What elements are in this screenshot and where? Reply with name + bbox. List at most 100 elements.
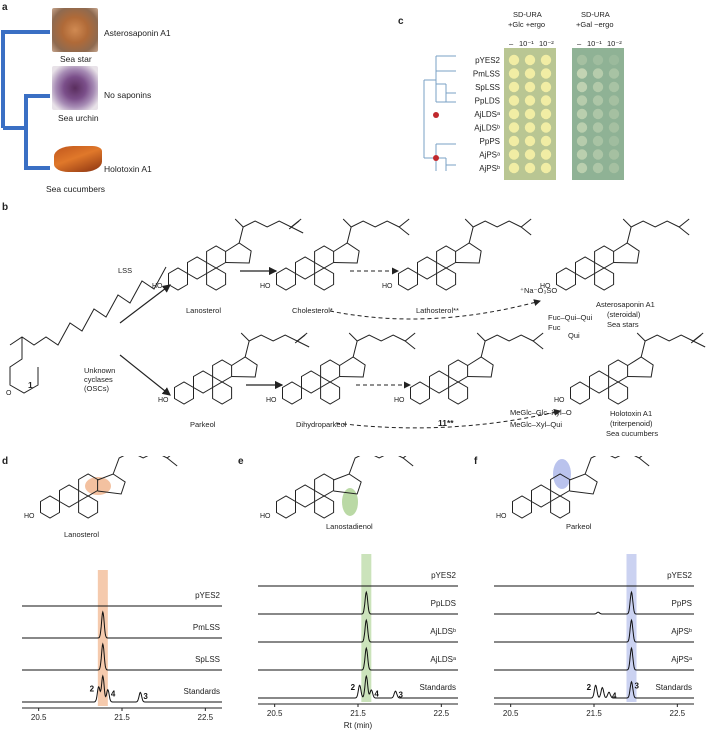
colony-gal [576,162,588,174]
trace-label-e-2: AjLDSᵇ [430,627,456,636]
arrow-to-asterosaponin [329,299,541,320]
arrow-lss [119,284,171,324]
arrow-unknown-oscs [119,354,171,396]
panel-letter-c: c [398,16,404,27]
organism-sea-star: Sea star [60,54,92,64]
highlight-f [553,459,571,489]
peak-label-d-2: 3 [143,692,148,701]
colony-glc [508,162,520,174]
colony-gal [608,122,620,133]
panel-letter-b: b [2,202,9,213]
colony-gal [608,95,620,106]
enzyme-lss: LSS [118,266,133,275]
x-tick-label-d-0: 20.5 [31,713,47,722]
colony-glc [524,68,536,79]
colony-gal [576,149,588,160]
rt-highlight-f [626,554,637,702]
colony-gal [592,68,604,79]
colony-glc [524,135,536,147]
structure-f [512,456,650,519]
colony-gal [576,108,588,120]
structure-e [276,456,414,519]
svg-text:HO: HO [554,397,565,404]
peak-label-d-1: 4 [111,689,116,698]
label-substrate-1: 1 [28,380,33,390]
tree-node-lss [433,112,439,118]
strain-label: PmLSS [473,70,500,79]
label-parkeol: Parkeol [190,420,216,429]
colony-glc [524,54,536,66]
colony-glc [524,162,536,174]
strain-label: AjLDSᵃ [474,110,501,119]
colony-gal [608,162,620,174]
lathosterol-structure: HO [382,218,532,291]
colony-glc [508,68,520,79]
colony-glc [540,54,552,66]
sugar-qui: Qui [568,331,580,340]
colony-glc [540,68,552,79]
trace-label-d-2: SpLSS [195,655,220,664]
panel-letter-a: a [2,2,8,13]
strain-label: SpLSS [475,83,500,92]
svg-text:HO: HO [540,283,551,290]
x-tick-label-e-0: 20.5 [267,709,283,718]
sea-cucumber-photo [54,146,102,172]
label-triterpenoid: (triterpenoid) [610,419,653,428]
colony-gal [576,68,588,79]
svg-text:HO: HO [152,283,163,290]
colony-glc [508,108,520,120]
condition-gal-line1: SD-URA [581,10,610,19]
rt-highlight-e [361,554,372,702]
peak-label-f-0: 2 [587,683,592,692]
dilution-gal-1: – [577,39,582,48]
asterosaponin-structure: HO [540,218,690,291]
dilution-glc-1: – [509,39,514,48]
peak-label-f-1: 4 [612,692,617,701]
enzyme-cyclases: cyclases [84,375,113,384]
trace-label-f-4: Standards [656,683,692,692]
sugar-chain-upper: Fuc–Qui–Qui [548,313,593,322]
colony-gal [576,135,588,147]
svg-text:HO: HO [260,283,271,290]
label-lanosterol: Lanosterol [186,306,222,315]
structure-label-d: Lanosterol [64,530,100,539]
panel-letter-e: e [238,456,244,467]
colony-glc [524,122,536,133]
svg-text:HO: HO [158,397,169,404]
trace-label-f-2: AjPSᵇ [671,627,692,636]
trace-label-d-3: Standards [184,687,220,696]
trace-label-e-4: Standards [420,683,456,692]
trace-label-e-0: pYES2 [431,571,456,580]
peak-label-e-2: 3 [399,690,404,699]
peak-label-e-1: 4 [374,689,379,698]
colony-gal [592,81,604,93]
oxidosqualene-structure [9,266,167,394]
structure-label-f: Parkeol [566,522,592,531]
label-compound-11: 11** [438,418,454,428]
colony-glc [540,149,552,160]
strain-label: AjPSᵃ [479,151,501,160]
strain-label: PpLDS [475,97,500,106]
colony-gal [592,122,604,133]
strain-tree [423,55,456,171]
trace-label-f-0: pYES2 [667,571,692,580]
compound-asterosaponin: Asterosaponin A1 [104,28,171,38]
trace-e-3 [258,646,458,671]
cholesterol-structure: HO [260,218,410,291]
colony-gal [592,108,604,120]
highlight-e [342,488,358,516]
enzyme-oscs: (OSCs) [84,384,109,393]
colony-glc [540,135,552,147]
x-tick-label-d-1: 21.5 [114,713,130,722]
condition-gal-line2: +Gal −ergo [576,20,614,29]
colony-glc [524,95,536,106]
label-steroidal: (steroidal) [607,310,641,319]
dilution-gal-2: 10⁻¹ [587,39,602,48]
panel-letter-d: d [2,456,9,467]
strain-label: AjPSᵇ [479,164,500,173]
x-tick-label-f-1: 21.5 [586,709,602,718]
condition-glc-line2: +Glc +ergo [508,20,546,29]
phylo-tree-a [1,30,50,170]
colony-gal [576,54,588,66]
structure-d [40,456,178,519]
